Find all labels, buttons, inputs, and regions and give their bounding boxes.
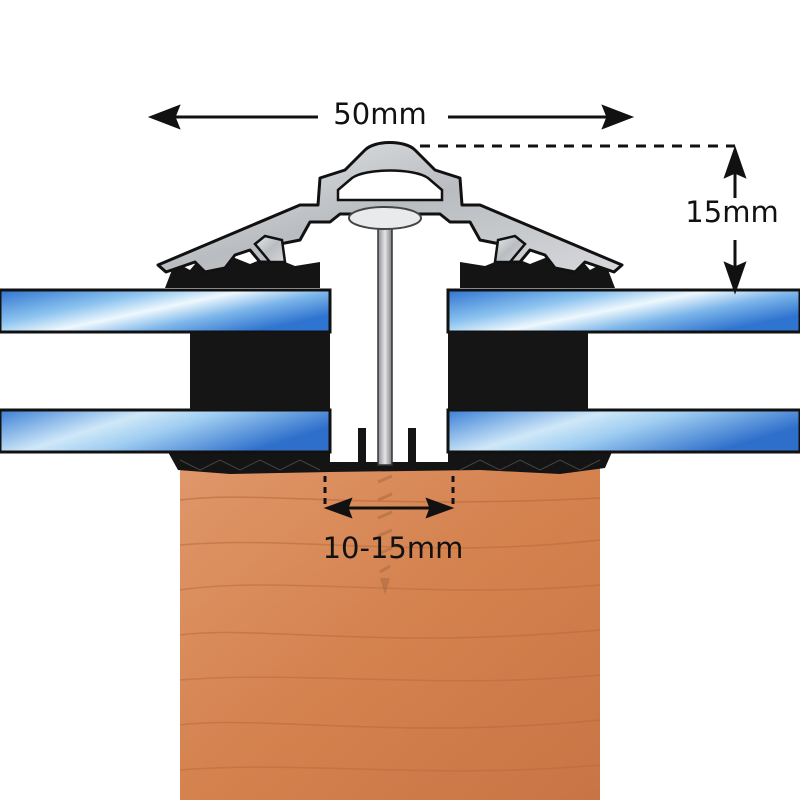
gap-dimension-arrow: [323, 476, 455, 519]
timber-rafter: [179, 462, 601, 800]
fixing-screw: [348, 206, 422, 595]
right-spacer-tape: [448, 332, 588, 410]
gap-dimension-label: 10-15mm: [322, 531, 464, 565]
height-dimension-arrow: [420, 144, 747, 295]
lower-gasket: [168, 428, 612, 474]
left-spacer-tape: [190, 332, 330, 410]
width-dimension-arrow: [147, 104, 635, 130]
right-polycarbonate-sheet: [446, 288, 800, 454]
left-polycarbonate-sheet: [0, 288, 332, 454]
height-dimension-label: 15mm: [680, 198, 784, 227]
width-dimension-label: 50mm: [333, 97, 427, 131]
